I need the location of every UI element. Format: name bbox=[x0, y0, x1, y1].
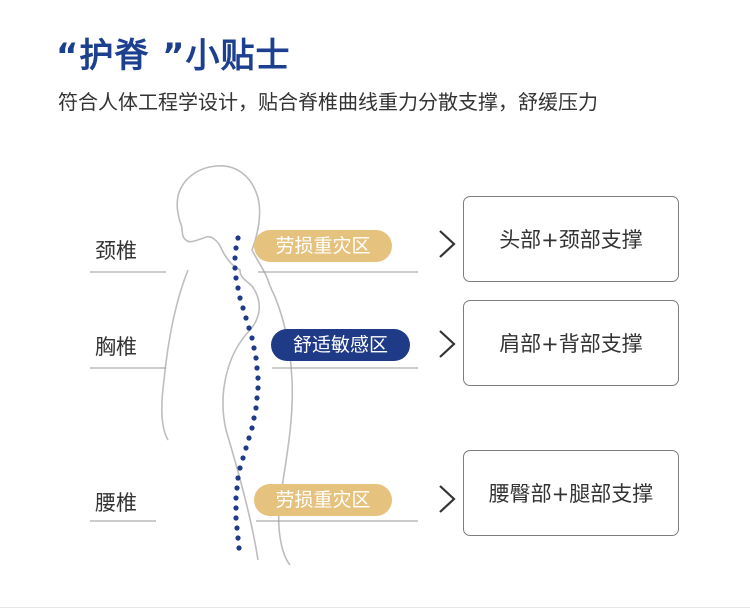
label-cervical: 颈椎 bbox=[95, 239, 137, 263]
spine-dots-icon bbox=[232, 235, 261, 551]
bottom-divider bbox=[0, 607, 750, 608]
chevron-right-icon bbox=[439, 230, 456, 258]
body-front-outline bbox=[161, 269, 189, 441]
body-silhouette-icon bbox=[176, 165, 271, 561]
zone-badge-lumbar: 劳损重灾区 bbox=[254, 484, 392, 516]
label-lumbar: 腰椎 bbox=[95, 491, 137, 515]
page-subtitle: 符合人体工程学设计，贴合脊椎曲线重力分散支撑，舒缓压力 bbox=[58, 90, 598, 114]
support-text-shoulder-back: 肩部+背部支撑 bbox=[499, 332, 643, 356]
support-box-head-neck: 头部+颈部支撑 bbox=[463, 196, 679, 282]
support-box-shoulder-back: 肩部+背部支撑 bbox=[463, 300, 679, 386]
page-title: “护脊 ”小贴士 bbox=[56, 36, 291, 76]
body-back-outline bbox=[269, 285, 294, 566]
label-thoracic: 胸椎 bbox=[95, 335, 137, 359]
zone-badge-cervical: 劳损重灾区 bbox=[254, 230, 392, 262]
support-box-waist-leg: 腰臀部+腿部支撑 bbox=[463, 450, 679, 536]
support-text-head-neck: 头部+颈部支撑 bbox=[499, 228, 643, 252]
zone-badge-thoracic: 舒适敏感区 bbox=[271, 329, 410, 361]
chevron-right-icon bbox=[439, 330, 456, 358]
chevron-right-icon bbox=[439, 485, 456, 513]
support-text-waist-leg: 腰臀部+腿部支撑 bbox=[488, 482, 654, 506]
